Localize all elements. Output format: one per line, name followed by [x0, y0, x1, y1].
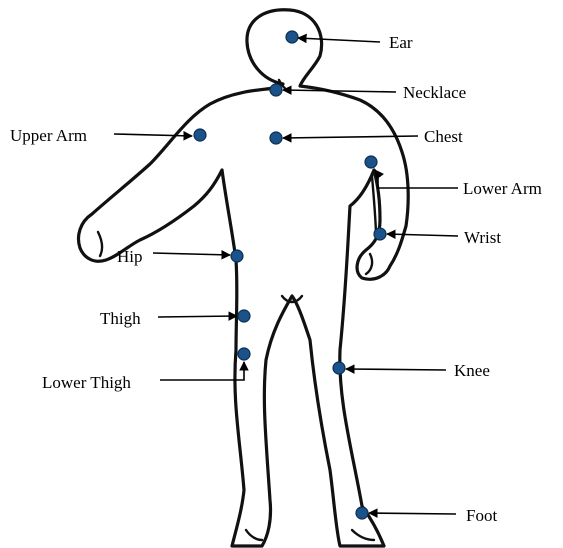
necklace-label: Necklace [403, 83, 466, 102]
hip-leader [153, 253, 230, 255]
wrist-label: Wrist [464, 228, 501, 247]
inner-right-arm-line [372, 176, 376, 236]
foot-sensor-marker [356, 507, 368, 519]
chest-label: Chest [424, 127, 463, 146]
right-hand-detail [366, 254, 372, 274]
wrist-sensor-marker [374, 228, 386, 240]
lower-arm-leader [375, 170, 458, 188]
lower-thigh-label: Lower Thigh [42, 373, 131, 392]
right-foot-detail [352, 530, 374, 540]
lower-arm-label: Lower Arm [463, 179, 542, 198]
ear-leader [298, 38, 380, 42]
necklace-leader [283, 90, 396, 92]
upper-arm-sensor-marker [194, 129, 206, 141]
thigh-label: Thigh [100, 309, 141, 328]
upper-arm-label: Upper Arm [10, 126, 87, 145]
knee-sensor-marker [333, 362, 345, 374]
ear-label: Ear [389, 33, 413, 52]
foot-label: Foot [466, 506, 497, 525]
sensor-labels: Ear Necklace Upper Arm Chest Lower Arm W… [10, 33, 542, 525]
chest-sensor-marker [270, 132, 282, 144]
sensor-markers [194, 31, 386, 519]
hip-sensor-marker [231, 250, 243, 262]
left-hand-detail [98, 232, 102, 256]
knee-leader [346, 369, 446, 370]
lower-thigh-sensor-marker [238, 348, 250, 360]
ear-sensor-marker [286, 31, 298, 43]
lower-thigh-leader [160, 362, 244, 380]
human-body-outline [79, 10, 409, 546]
left-foot-detail [246, 530, 262, 540]
necklace-sensor-marker [270, 84, 282, 96]
body-silhouette [79, 10, 409, 546]
thigh-sensor-marker [238, 310, 250, 322]
leader-lines [114, 38, 458, 514]
wrist-leader [387, 234, 458, 236]
thigh-leader [158, 316, 237, 317]
foot-leader [369, 513, 456, 514]
upper-arm-leader [114, 134, 192, 136]
lower-arm-sensor-marker [365, 156, 377, 168]
hip-label: Hip [117, 247, 143, 266]
knee-label: Knee [454, 361, 490, 380]
